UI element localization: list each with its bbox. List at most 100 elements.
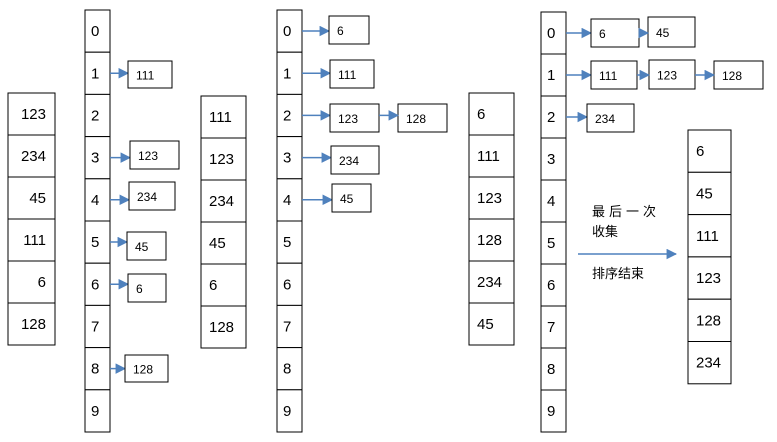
pass2-box	[329, 59, 375, 89]
pass2-bucket-label: 2	[283, 108, 291, 125]
pass1-box-label: 45	[135, 240, 149, 254]
pass3-box-label: 234	[595, 112, 615, 126]
pass2-bucket-cell	[276, 93, 303, 138]
final-sorted-cell	[687, 214, 732, 258]
pass3-bucket-label: 2	[547, 109, 555, 126]
input-column-cell	[7, 92, 56, 136]
pass2-collected-value: 45	[477, 316, 494, 333]
pass1-bucket-label: 6	[91, 276, 99, 293]
pass1-bucket-cell	[84, 389, 111, 433]
pass2-collected-value: 6	[477, 106, 485, 123]
pass2-bucket-cell	[276, 178, 303, 222]
pass2-bucket-label: 1	[283, 65, 291, 82]
pass3-bucket-cell	[540, 305, 567, 349]
pass2-box	[329, 103, 380, 133]
pass3-bucket-cell	[540, 263, 567, 307]
pass3-bucket-label: 3	[547, 151, 555, 168]
pass1-bucket-cell	[84, 347, 111, 391]
pass2-bucket-label: 3	[283, 150, 291, 167]
pass1-collected-value: 45	[209, 235, 226, 252]
pass1-collected-cell	[200, 95, 247, 139]
pass3-bucket-label: 0	[547, 25, 555, 42]
pass3-bucket-label: 8	[547, 361, 555, 378]
pass2-bucket-label: 8	[283, 361, 291, 378]
annotation-line2: 收集	[592, 224, 618, 240]
pass2-box-label: 234	[339, 154, 359, 168]
pass1-collected-cell	[200, 305, 247, 349]
pass2-collected-value: 128	[477, 232, 502, 249]
pass1-collected-cell	[200, 137, 247, 181]
pass3-bucket-label: 1	[547, 67, 555, 84]
pass2-collected-value: 123	[477, 190, 502, 207]
pass1-collected-cell	[200, 263, 247, 307]
pass3-box-label: 111	[599, 69, 618, 83]
pass1-box-label: 111	[136, 69, 155, 83]
final-sorted-value: 6	[696, 143, 704, 160]
pass3-bucket-cell	[540, 11, 567, 55]
pass1-box	[129, 140, 180, 170]
pass1-bucket-label: 2	[91, 108, 99, 125]
pass2-bucket-cell	[276, 51, 303, 95]
pass3-box	[590, 18, 640, 48]
pass1-bucket-label: 4	[91, 192, 99, 209]
pass2-box-label: 123	[338, 112, 358, 126]
pass2-bucket-cell	[276, 262, 303, 306]
annotation-line1: 最后一次	[592, 204, 660, 220]
pass1-bucket-label: 1	[91, 65, 99, 82]
pass2-box	[397, 103, 448, 133]
pass3-bucket-cell	[540, 389, 567, 433]
pass1-bucket-label: 9	[91, 403, 99, 420]
pass2-collected-cell	[468, 134, 515, 178]
pass1-bucket-label: 0	[91, 23, 99, 40]
pass3-box	[586, 103, 635, 133]
input-column-value: 111	[23, 232, 46, 249]
pass1-box-label: 123	[138, 149, 158, 163]
pass1-collected-value: 6	[209, 277, 217, 294]
pass3-box-label: 6	[599, 27, 606, 41]
pass3-bucket-cell	[540, 137, 567, 181]
pass1-box-label: 234	[137, 190, 157, 204]
pass1-box-label: 128	[133, 363, 153, 377]
pass1-bucket-cell	[84, 9, 111, 53]
pass3-bucket-label: 6	[547, 277, 555, 294]
pass2-box-label: 128	[406, 112, 426, 126]
final-sorted-cell	[687, 256, 732, 300]
pass2-bucket-label: 5	[283, 234, 291, 251]
pass1-box	[127, 60, 173, 89]
pass3-box-label: 123	[657, 69, 677, 83]
pass1-bucket-cell	[84, 93, 111, 138]
pass3-box-label: 128	[722, 69, 742, 83]
input-column-cell	[7, 302, 56, 346]
pass2-bucket-label: 9	[283, 403, 291, 420]
pass3-box	[590, 60, 638, 90]
pass1-collected-cell	[200, 179, 247, 223]
input-column-value: 128	[21, 316, 46, 333]
pass2-collected-cell	[468, 302, 515, 346]
pass2-collected-value: 234	[477, 274, 502, 291]
final-sorted-value: 234	[696, 355, 721, 372]
final-sorted-value: 111	[696, 228, 719, 245]
final-sorted-value: 128	[696, 312, 721, 329]
pass3-bucket-label: 5	[547, 235, 555, 252]
pass2-bucket-label: 4	[283, 192, 291, 209]
pass1-collected-value: 234	[209, 193, 234, 210]
pass1-box	[126, 231, 167, 261]
pass2-bucket-label: 7	[283, 319, 291, 336]
pass2-collected-cell	[468, 218, 515, 262]
final-sorted-cell	[687, 341, 732, 385]
pass1-collected-value: 111	[209, 109, 232, 126]
pass1-bucket-label: 3	[91, 150, 99, 167]
pass3-bucket-label: 7	[547, 319, 555, 336]
annotation-line3: 排序结束	[592, 267, 644, 282]
pass3-bucket-label: 4	[547, 193, 555, 210]
pass3-box	[647, 16, 696, 48]
pass1-bucket-label: 7	[91, 319, 99, 336]
final-sorted-cell	[687, 129, 732, 173]
pass2-bucket-cell	[276, 304, 303, 349]
pass2-box-label: 45	[340, 192, 354, 206]
pass1-box-label: 6	[136, 282, 143, 296]
final-sorted-value: 45	[696, 185, 713, 202]
pass2-box	[330, 145, 380, 175]
pass2-collected-cell	[468, 176, 515, 220]
